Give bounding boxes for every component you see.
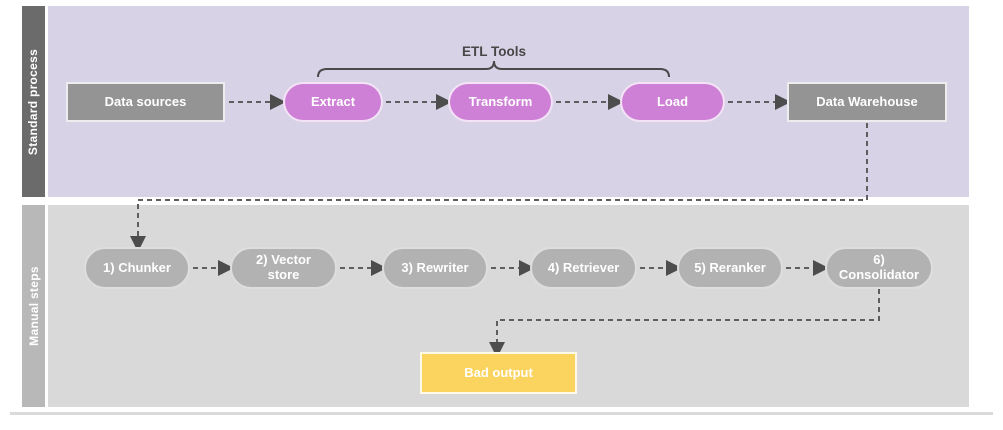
lane-standard-process-label: Standard process — [26, 48, 41, 155]
lane-standard-process-bar: Standard process — [22, 6, 45, 197]
node-bad-output: Bad output — [420, 352, 577, 394]
lane-manual-steps-bar: Manual steps — [22, 205, 45, 407]
node-load: Load — [620, 82, 725, 122]
node-extract: Extract — [283, 82, 383, 122]
etl-tools-annotation: ETL Tools — [462, 44, 526, 59]
node-reranker: 5) Reranker — [677, 247, 783, 289]
node-vector-store: 2) Vector store — [230, 247, 337, 289]
bottom-divider — [10, 412, 993, 415]
node-data-warehouse: Data Warehouse — [787, 82, 947, 122]
node-data-sources: Data sources — [66, 82, 225, 122]
lane-manual-steps-label: Manual steps — [26, 266, 41, 346]
node-rewriter: 3) Rewriter — [382, 247, 488, 289]
node-retriever: 4) Retriever — [530, 247, 637, 289]
node-transform: Transform — [448, 82, 553, 122]
node-chunker: 1) Chunker — [84, 247, 190, 289]
node-consolidator: 6) Consolidator — [825, 247, 933, 289]
